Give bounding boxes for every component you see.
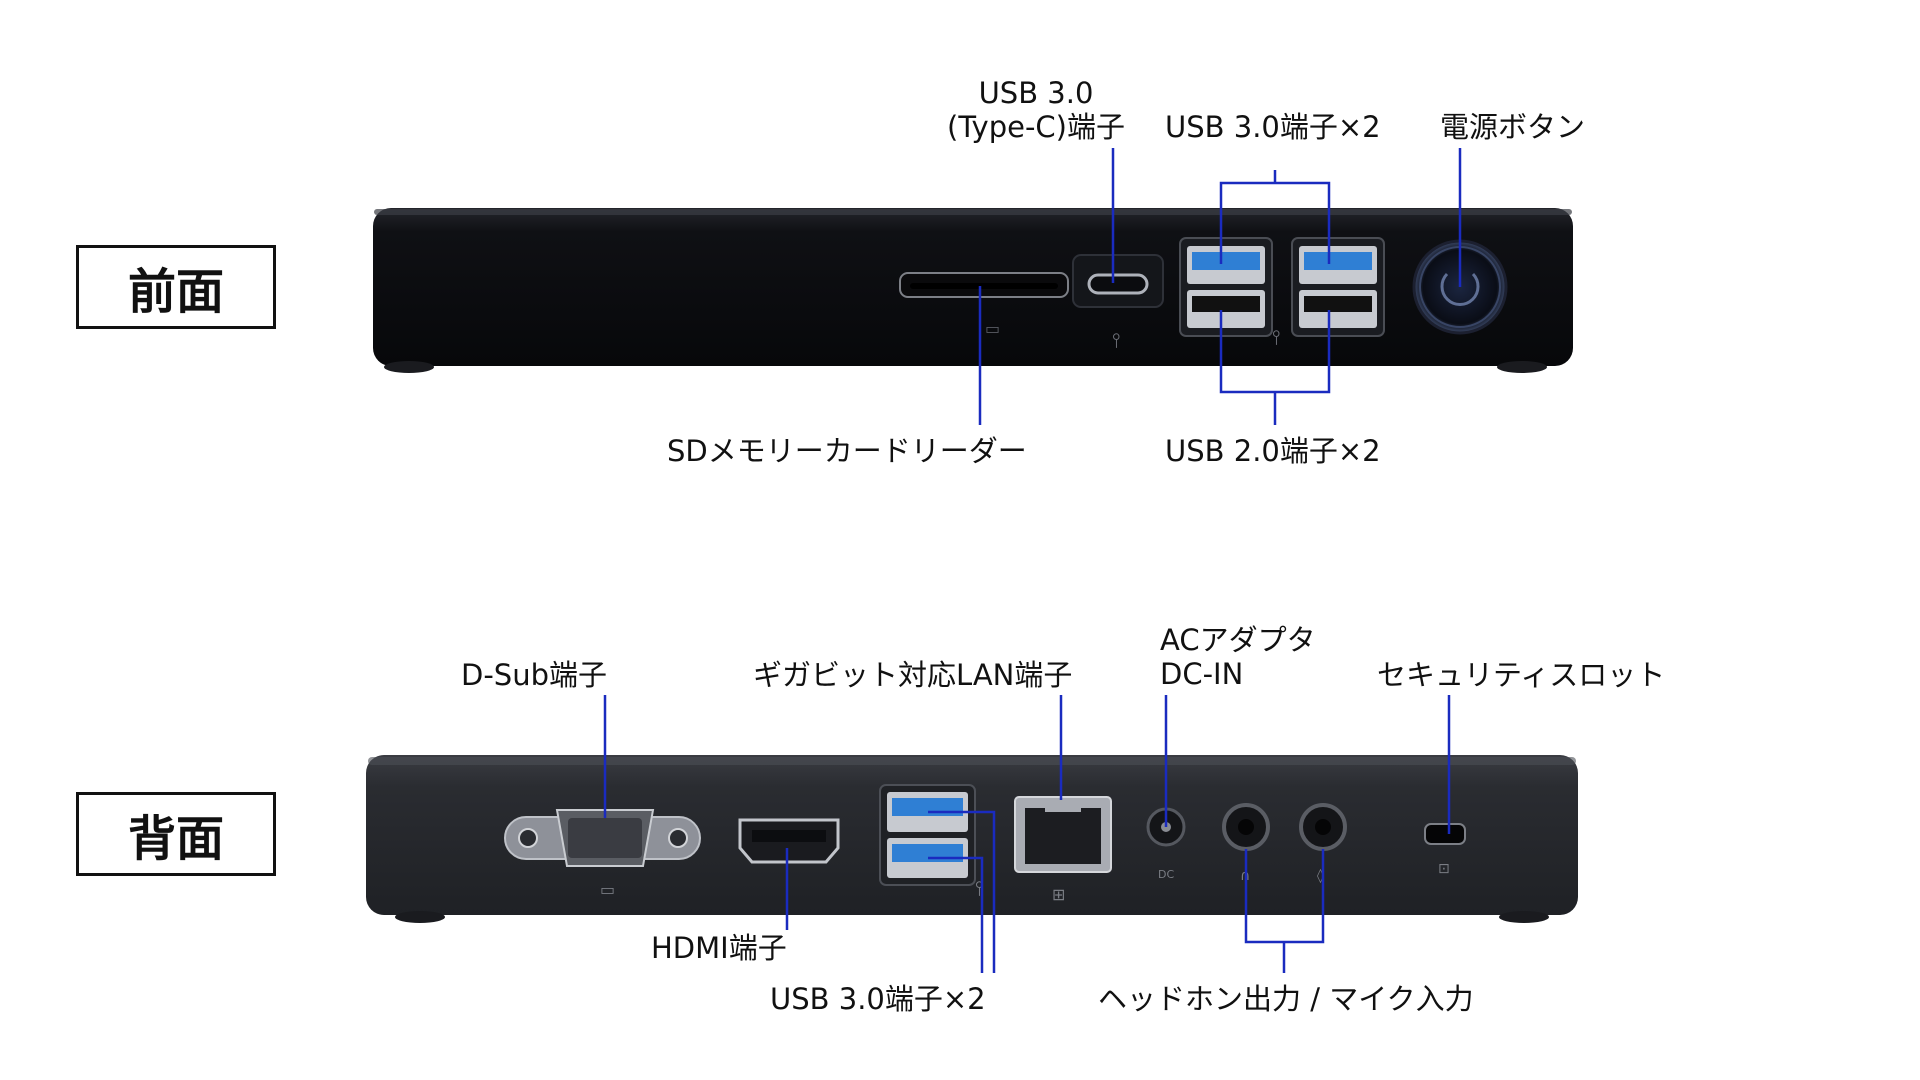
hdmi-port[interactable] bbox=[738, 818, 840, 864]
callout-dsub: D-Sub端子 bbox=[461, 658, 607, 692]
lan-port[interactable]: ⊞ bbox=[1014, 796, 1112, 904]
callout-power-button: 電源ボタン bbox=[1440, 110, 1586, 144]
callout-security-slot: セキュリティスロット bbox=[1377, 658, 1666, 692]
usb-c-port[interactable]: ⫯ bbox=[1072, 254, 1164, 352]
front-device: ▭ ⫯ ⫯ bbox=[373, 208, 1573, 373]
front-usb-stack-right bbox=[1291, 237, 1385, 337]
security-slot[interactable]: ⊡ bbox=[1424, 823, 1466, 877]
network-icon: ⊞ bbox=[1052, 885, 1065, 904]
sd-card-slot[interactable]: ▭ bbox=[899, 272, 1069, 338]
dc-in-icon: DC bbox=[1158, 868, 1174, 881]
front-section-label: 前面 bbox=[76, 245, 276, 329]
callout-ac-adapter: ACアダプタ DC-IN bbox=[1160, 623, 1316, 691]
back-usb-icon: ⫯ bbox=[975, 876, 984, 900]
power-icon bbox=[1440, 272, 1480, 306]
callout-front-usb30x2: USB 3.0端子×2 bbox=[1165, 110, 1381, 144]
back-leader-lines bbox=[603, 695, 1451, 973]
usb-c-usb-icon: ⫯ bbox=[1112, 328, 1121, 352]
microphone-icon: ◊ bbox=[1317, 868, 1324, 884]
callout-sd-card-reader: SDメモリーカードリーダー bbox=[667, 434, 1027, 468]
front-foot-left bbox=[384, 361, 434, 373]
back-usb-stack: ⫯ bbox=[879, 784, 984, 900]
front-foot-right bbox=[1497, 361, 1547, 373]
callout-ac-line2: DC-IN bbox=[1160, 657, 1244, 691]
callout-ac-line1: ACアダプタ bbox=[1160, 623, 1316, 657]
front-section-label-text: 前面 bbox=[127, 264, 224, 320]
front-usb-stack-left bbox=[1179, 237, 1273, 337]
callout-usb-c-line2: (Type-C)端子 bbox=[947, 110, 1125, 144]
sd-icon: ▭ bbox=[985, 319, 1000, 338]
front-leader-lines bbox=[978, 148, 1462, 425]
callout-front-usb20x2: USB 2.0端子×2 bbox=[1165, 434, 1381, 468]
dsub-port[interactable]: ▭ bbox=[504, 809, 701, 899]
back-foot-left bbox=[395, 911, 445, 923]
callout-audio: ヘッドホン出力 / マイク入力 bbox=[1098, 982, 1474, 1016]
callout-lan: ギガビット対応LAN端子 bbox=[753, 658, 1073, 692]
back-top-edge bbox=[368, 757, 1576, 765]
back-section-label-text: 背面 bbox=[127, 811, 224, 867]
front-usb-icon: ⫯ bbox=[1272, 325, 1281, 349]
mic-jack[interactable]: ◊ bbox=[1299, 803, 1347, 884]
back-section-label: 背面 bbox=[76, 792, 276, 876]
back-device: ▭ ⫯ ⊞ DC bbox=[366, 755, 1578, 923]
callout-usb-c: USB 3.0 (Type-C)端子 bbox=[936, 76, 1136, 144]
front-top-edge bbox=[374, 209, 1572, 215]
callout-hdmi: HDMI端子 bbox=[651, 931, 787, 965]
vga-icon: ▭ bbox=[600, 880, 615, 899]
lock-icon: ⊡ bbox=[1438, 861, 1450, 877]
callout-back-usb30x2: USB 3.0端子×2 bbox=[770, 982, 986, 1016]
back-foot-right bbox=[1499, 911, 1549, 923]
callout-usb-c-line1: USB 3.0 bbox=[978, 76, 1094, 110]
